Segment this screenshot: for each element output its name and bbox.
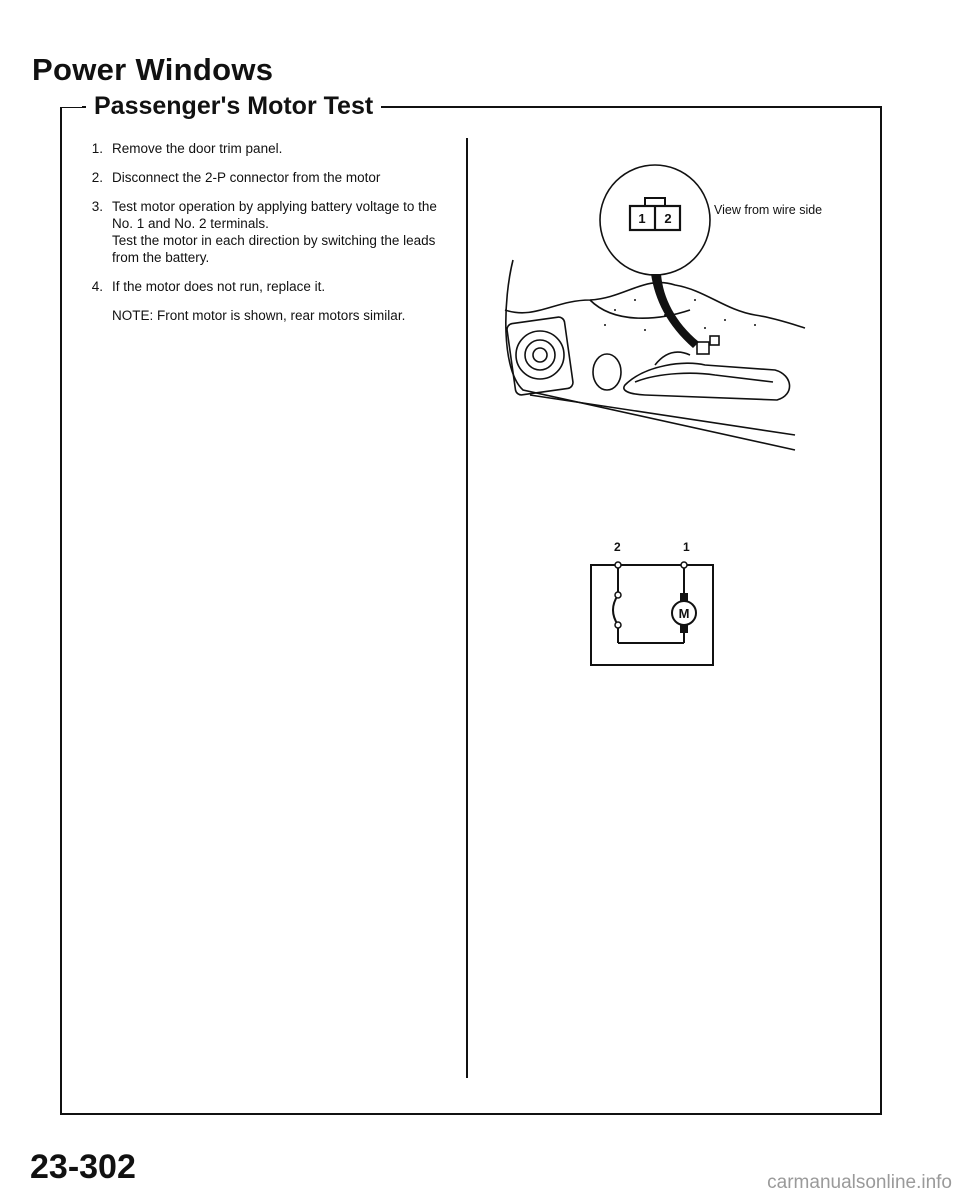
step-text: Test the motor in each direction by swit… — [112, 233, 436, 265]
connector-pin-1-label: 1 — [638, 211, 645, 226]
step-item: 3. Test motor operation by applying batt… — [72, 198, 448, 266]
terminal-1-label: 1 — [683, 540, 690, 554]
step-item: 1. Remove the door trim panel. — [72, 140, 448, 157]
connector-view-label: View from wire side — [714, 203, 823, 217]
step-number: 2. — [91, 170, 103, 185]
step-item: 2. Disconnect the 2-P connector from the… — [72, 169, 448, 186]
page-title: Power Windows — [32, 52, 274, 87]
column-divider — [466, 138, 468, 1078]
step-item: 4. If the motor does not run, replace it… — [72, 278, 448, 295]
step-text: Test motor operation by applying battery… — [112, 199, 437, 231]
section-title: Passenger's Motor Test — [86, 92, 382, 121]
step-text: Disconnect the 2-P connector from the mo… — [112, 170, 381, 185]
step-text: If the motor does not run, replace it. — [112, 279, 326, 294]
step-number: 4. — [91, 279, 103, 294]
step-number: 3. — [91, 199, 103, 214]
note-text: NOTE: Front motor is shown, rear motors … — [112, 308, 406, 323]
terminal-2-label: 2 — [614, 540, 621, 554]
watermark: carmanualsonline.info — [767, 1172, 952, 1193]
content-frame — [60, 106, 882, 1115]
page-number: 23-302 — [30, 1148, 136, 1186]
procedure-steps: 1. Remove the door trim panel. 2. Discon… — [72, 140, 448, 324]
motor-symbol: M — [679, 606, 690, 621]
connector-pin-2-label: 2 — [664, 211, 671, 226]
step-number: 1. — [91, 141, 103, 156]
step-text: Remove the door trim panel. — [112, 141, 283, 156]
door-motor-illustration: 1 2 — [504, 164, 806, 451]
motor-circuit-diagram: M — [590, 561, 714, 666]
